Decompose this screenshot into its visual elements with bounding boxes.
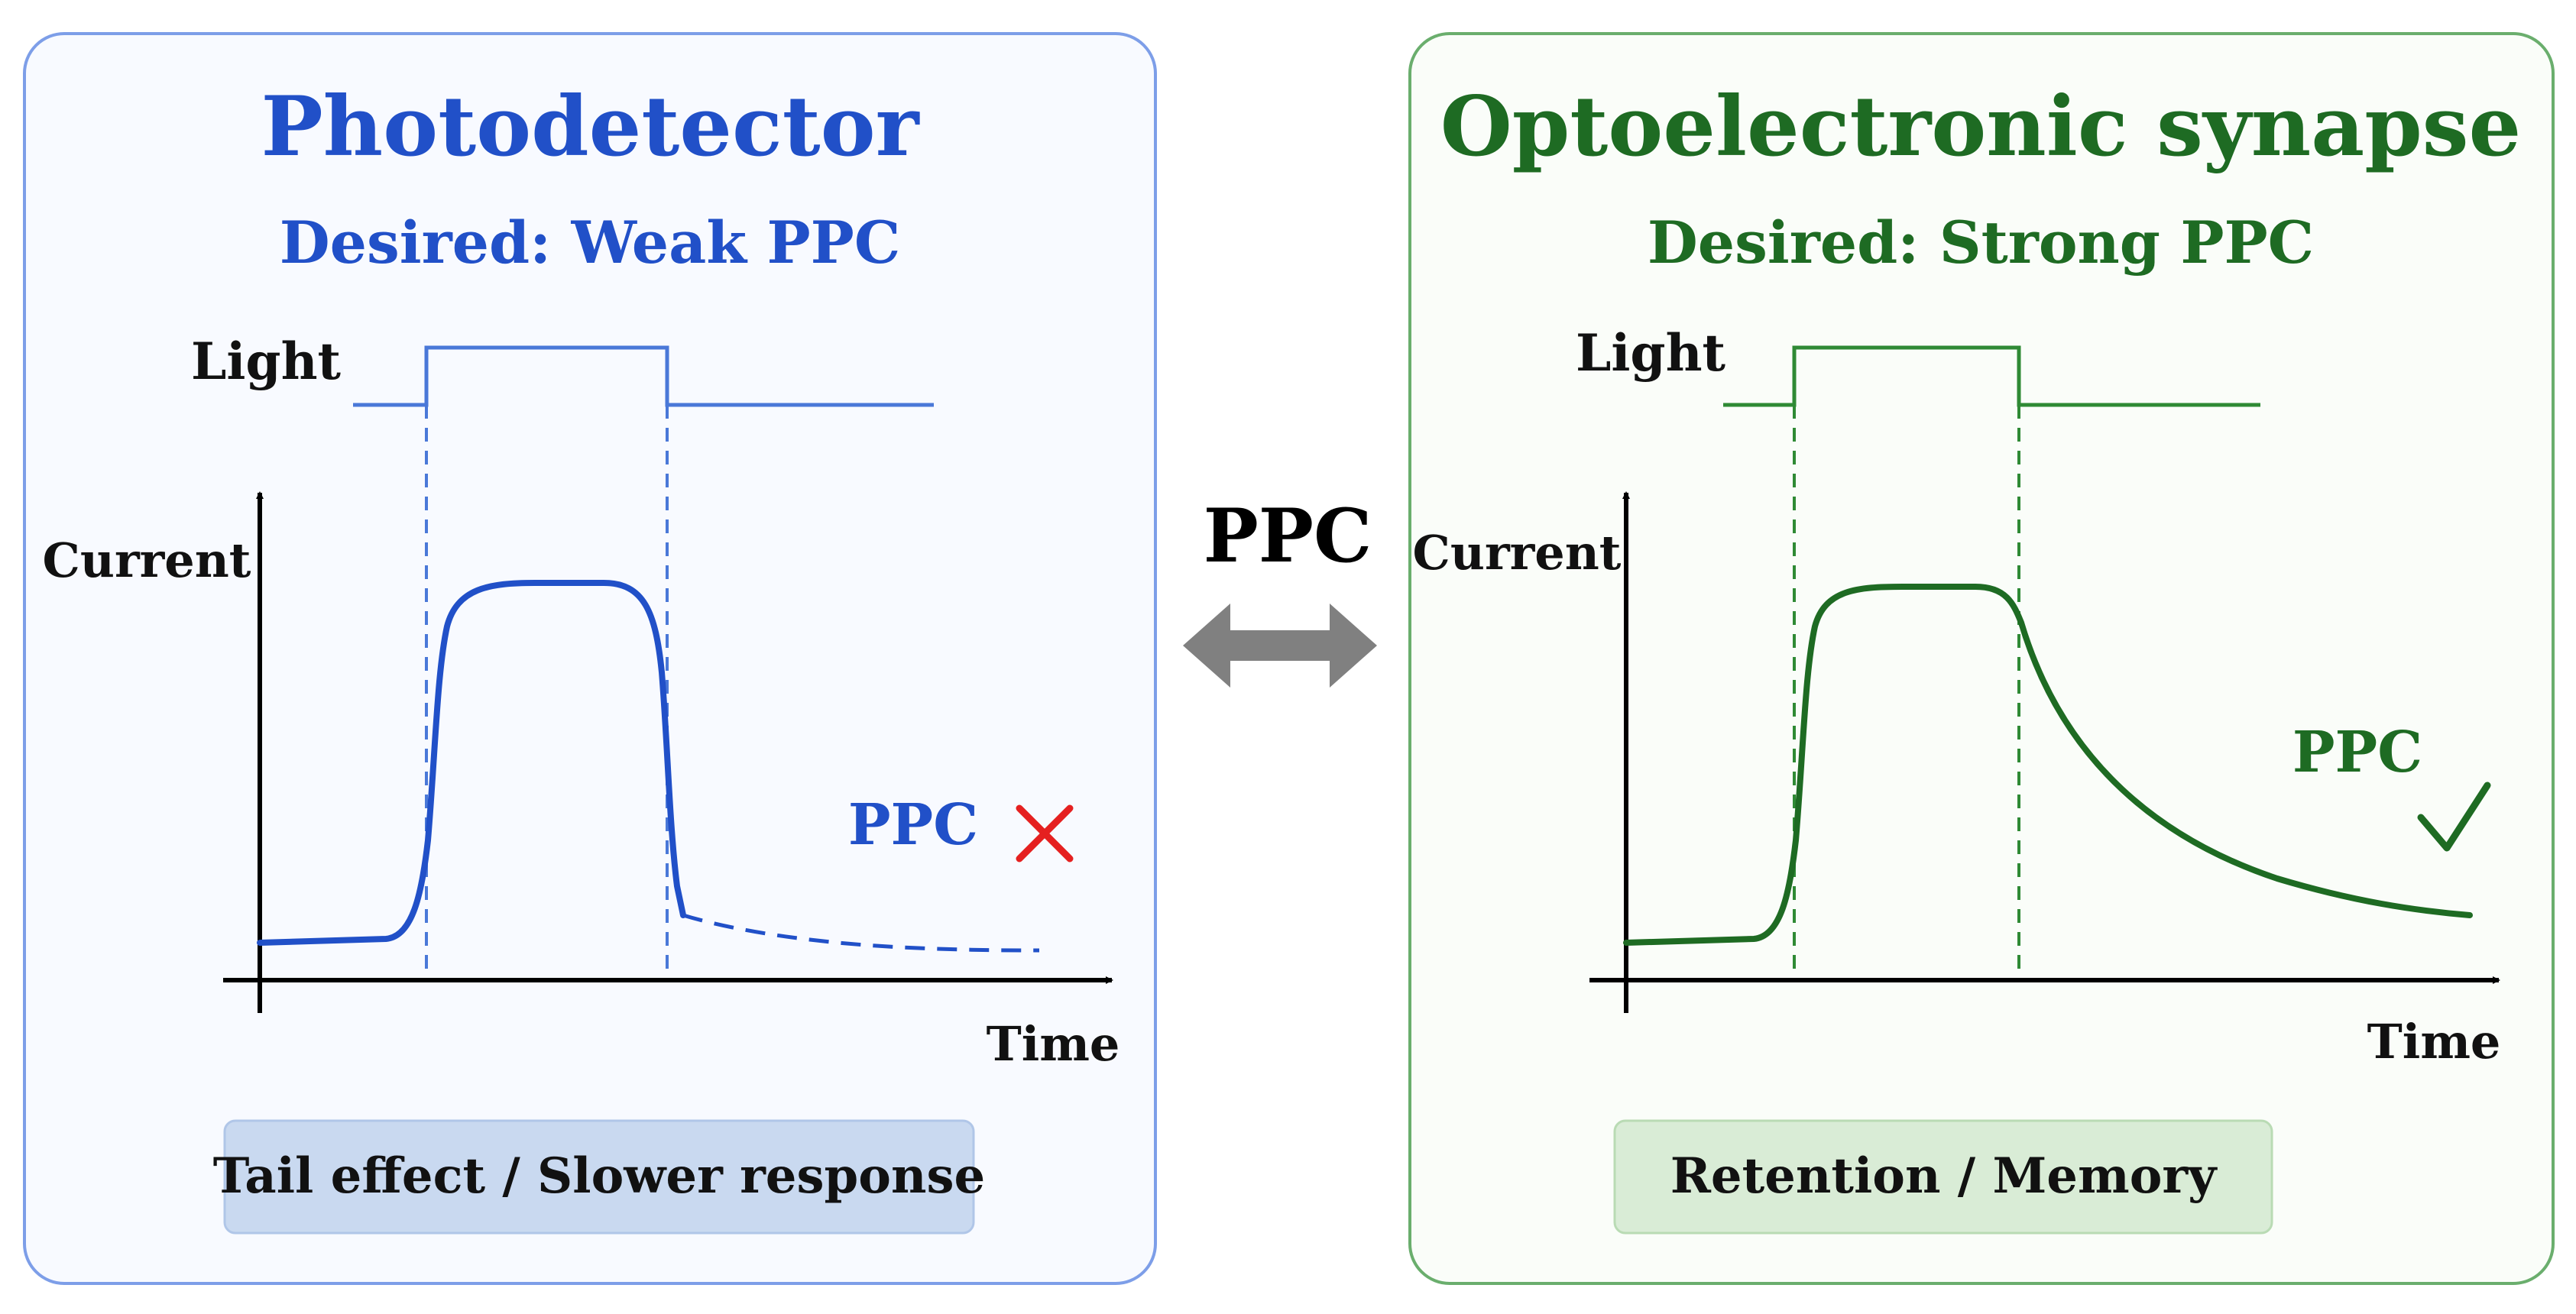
light-label: Light — [191, 332, 342, 391]
panel-subtitle: Desired: Weak PPC — [280, 209, 901, 277]
y-axis-label: Current — [43, 532, 251, 588]
panel-title: Photodetector — [261, 79, 920, 175]
footer-text: Tail effect / Slower response — [213, 1147, 986, 1205]
y-axis-label: Current — [1413, 525, 1622, 581]
center-label: PPC — [1204, 493, 1372, 579]
light-label: Light — [1576, 323, 1726, 383]
ppc-tail-dashed — [682, 913, 1040, 953]
current-response-curve — [257, 580, 686, 946]
current-response-curve — [1623, 584, 2473, 946]
ppc-label: PPC — [2292, 720, 2422, 785]
double-headed-arrow-icon — [1183, 604, 1377, 688]
footer-box — [1613, 1119, 2273, 1235]
panel-frame — [1408, 32, 2555, 1285]
photodetector-panel: Photodetector Desired: Weak PPC Light Cu… — [23, 32, 1157, 1285]
optoelectronic-synapse-panel: Optoelectronic synapse Desired: Strong P… — [1408, 32, 2555, 1285]
footer-text: Retention / Memory — [1670, 1147, 2218, 1205]
panel-subtitle: Desired: Strong PPC — [1648, 209, 2314, 277]
x-axis-label: Time — [2367, 1014, 2501, 1070]
light-pulse-line — [353, 345, 934, 407]
panel-frame — [23, 32, 1157, 1285]
center-relation: PPC — [1183, 493, 1377, 688]
light-pulse-line — [1723, 345, 2260, 407]
cross-icon — [1016, 804, 1074, 863]
ppc-label: PPC — [848, 792, 978, 858]
check-icon — [2417, 782, 2491, 852]
x-axis-label: Time — [987, 1016, 1120, 1072]
panel-title: Optoelectronic synapse — [1440, 79, 2522, 175]
footer-box — [223, 1119, 975, 1235]
